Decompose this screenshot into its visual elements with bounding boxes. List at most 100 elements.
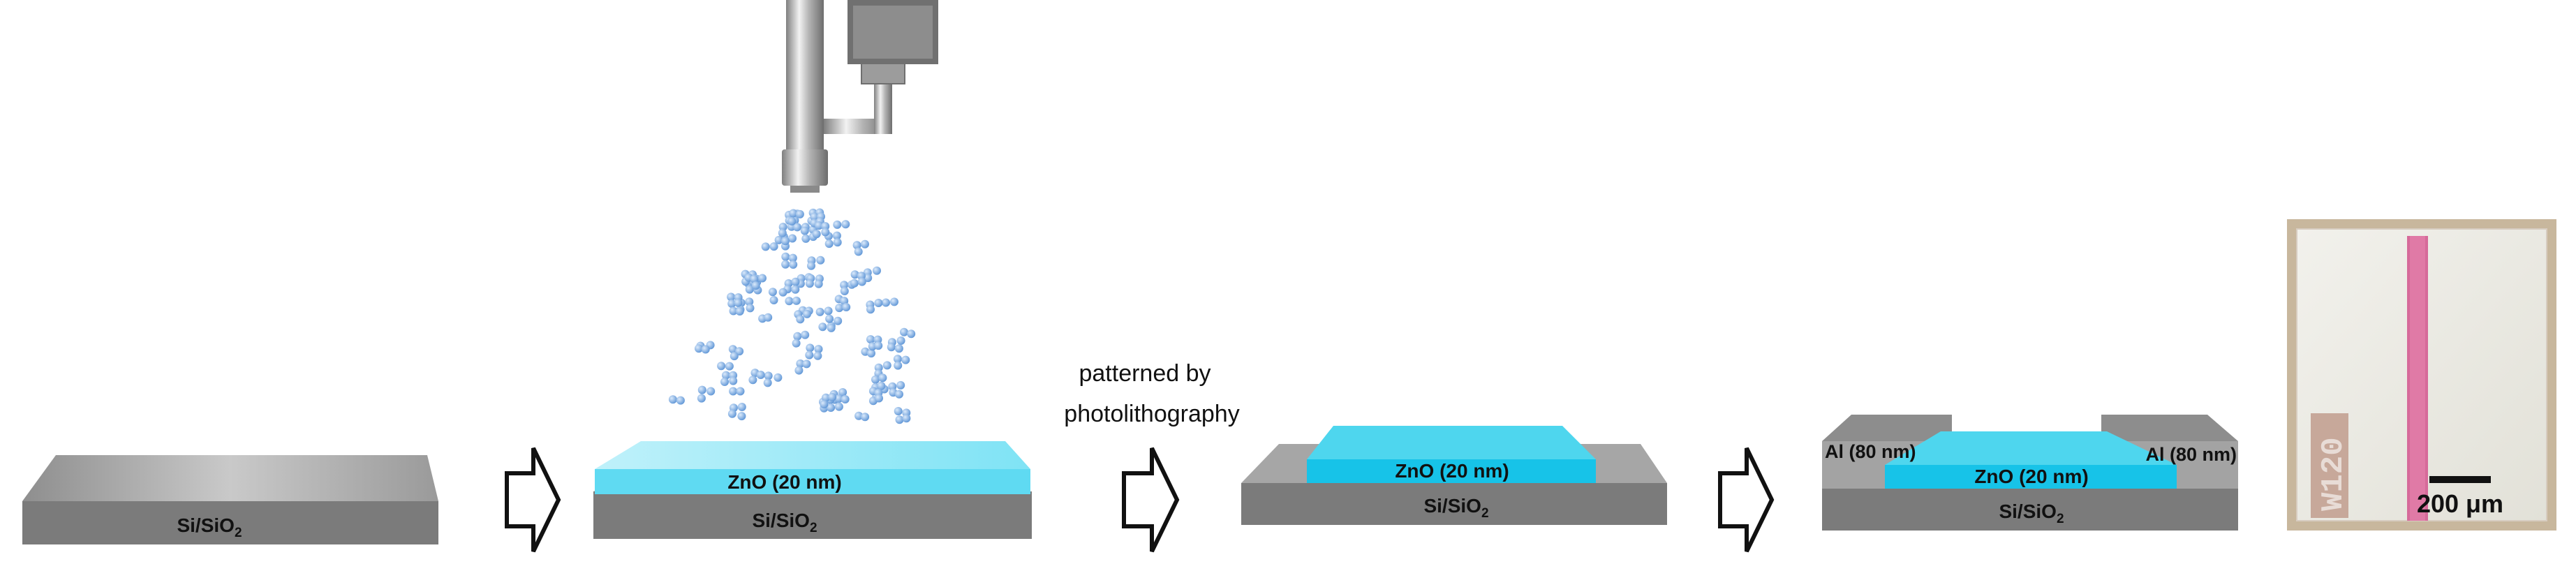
zno-droplet: [745, 297, 754, 306]
zno-droplet: [737, 412, 746, 421]
scale-bar-label: 200 μm: [2417, 489, 2503, 518]
zno-droplet: [877, 381, 886, 390]
zno-droplet: [871, 375, 880, 384]
zno-droplet: [751, 281, 760, 290]
zno-droplet: [697, 394, 706, 403]
zno-label: ZnO (20 nm): [727, 471, 841, 493]
photolithography-caption-line2: photolithography: [1064, 401, 1239, 427]
substrate-front-face: [1241, 483, 1667, 525]
panel-al-electrodes: Al (80 nm) Al (80 nm) ZnO (20 nm) Si/SiO…: [1822, 415, 2238, 531]
al-electrode-right-top: [2101, 415, 2238, 441]
zno-droplet: [821, 228, 830, 237]
process-arrow-3: [1718, 447, 1775, 553]
zno-droplet: [887, 343, 896, 352]
zno-droplet: [854, 411, 864, 420]
zno-droplet: [736, 387, 745, 396]
substrate-front-face: [22, 501, 438, 544]
zno-droplet: [720, 378, 729, 386]
zno-droplet: [821, 222, 830, 231]
zno-droplet: [729, 376, 738, 385]
zno-droplet: [833, 238, 842, 247]
zno-droplet: [758, 274, 767, 283]
substrate-front-face: [1822, 489, 2238, 531]
zno-droplet: [874, 341, 883, 350]
zno-droplet: [828, 392, 837, 401]
zno-droplet: [794, 366, 804, 375]
zno-layer-front-face: [595, 469, 1030, 494]
chip-label-stamp: W120: [2311, 413, 2351, 518]
zno-droplet: [835, 304, 844, 313]
panel-bare-substrate: Si/SiO2: [22, 455, 438, 544]
zno-droplet: [820, 400, 829, 409]
al-electrode-left-top: [1822, 415, 1952, 441]
zno-droplet: [834, 394, 843, 403]
zno-droplet: [746, 304, 755, 313]
zno-droplet: [842, 303, 851, 311]
zno-droplet: [840, 281, 849, 290]
zno-droplet: [768, 288, 777, 297]
zno-droplet: [801, 330, 810, 339]
zno-droplet: [748, 376, 757, 385]
zno-droplet: [787, 217, 797, 225]
zno-droplet: [852, 241, 861, 250]
zno-droplet: [727, 409, 736, 418]
zno-droplet: [764, 371, 773, 380]
zno-droplet: [815, 221, 823, 230]
zno-droplet: [796, 359, 805, 368]
zno-droplet: [902, 414, 911, 423]
substrate-top-face: [22, 455, 438, 501]
zno-droplet: [789, 260, 798, 269]
zno-droplet: [850, 279, 859, 288]
zno-droplet: [878, 373, 887, 383]
zno-droplet: [894, 344, 903, 353]
zno-droplet: [825, 314, 834, 323]
zno-droplet: [822, 393, 830, 402]
zno-droplet: [737, 403, 746, 411]
zno-droplet: [840, 287, 849, 295]
panel-spray-deposition: ZnO (20 nm) Si/SiO2: [593, 0, 1032, 539]
zno-droplet: [788, 253, 797, 262]
zno-pattern-top-face: [1307, 426, 1596, 459]
zno-droplet: [676, 396, 685, 405]
zno-droplet: [900, 327, 908, 336]
zno-droplet: [861, 239, 869, 249]
zno-droplet: [896, 380, 905, 390]
zno-droplet: [785, 297, 794, 306]
zno-droplet: [834, 316, 843, 325]
zno-droplet: [791, 277, 800, 286]
substrate-label: Si/SiO2: [177, 514, 242, 540]
zno-droplet: [882, 298, 890, 307]
zno-layer-top-face: [595, 441, 1030, 469]
zno-droplet: [781, 252, 790, 261]
zno-droplet: [793, 223, 801, 232]
zno-droplet: [730, 352, 739, 361]
al-left-label: Al (80 nm): [1825, 441, 1916, 462]
zno-droplet: [761, 242, 770, 251]
zno-droplets: [668, 208, 916, 424]
zno-channel-top-face: [1885, 431, 2177, 465]
zno-droplet: [805, 350, 814, 359]
zno-droplet: [882, 361, 891, 370]
zno-droplet: [901, 355, 910, 364]
zno-droplet: [778, 228, 787, 237]
zno-droplet: [763, 378, 772, 387]
zno-label: ZnO (20 nm): [1974, 466, 2088, 487]
zno-droplet: [727, 299, 736, 308]
zno-droplet: [873, 266, 881, 275]
spray-nozzle-icon: [782, 0, 938, 193]
zno-droplet: [850, 270, 859, 279]
zno-droplet: [792, 296, 801, 305]
zno-droplet: [756, 371, 765, 379]
zno-droplet: [896, 336, 905, 345]
zno-droplet: [812, 230, 821, 239]
zno-droplet: [774, 235, 783, 244]
zno-droplet: [729, 387, 738, 396]
zno-droplet: [725, 362, 734, 371]
zno-droplet: [827, 403, 836, 412]
zno-droplet: [750, 274, 759, 283]
zno-droplet: [727, 292, 736, 302]
zno-droplet: [894, 361, 903, 370]
zno-droplet: [745, 285, 754, 294]
zno-droplet: [769, 296, 778, 304]
zno-droplet: [781, 237, 790, 246]
